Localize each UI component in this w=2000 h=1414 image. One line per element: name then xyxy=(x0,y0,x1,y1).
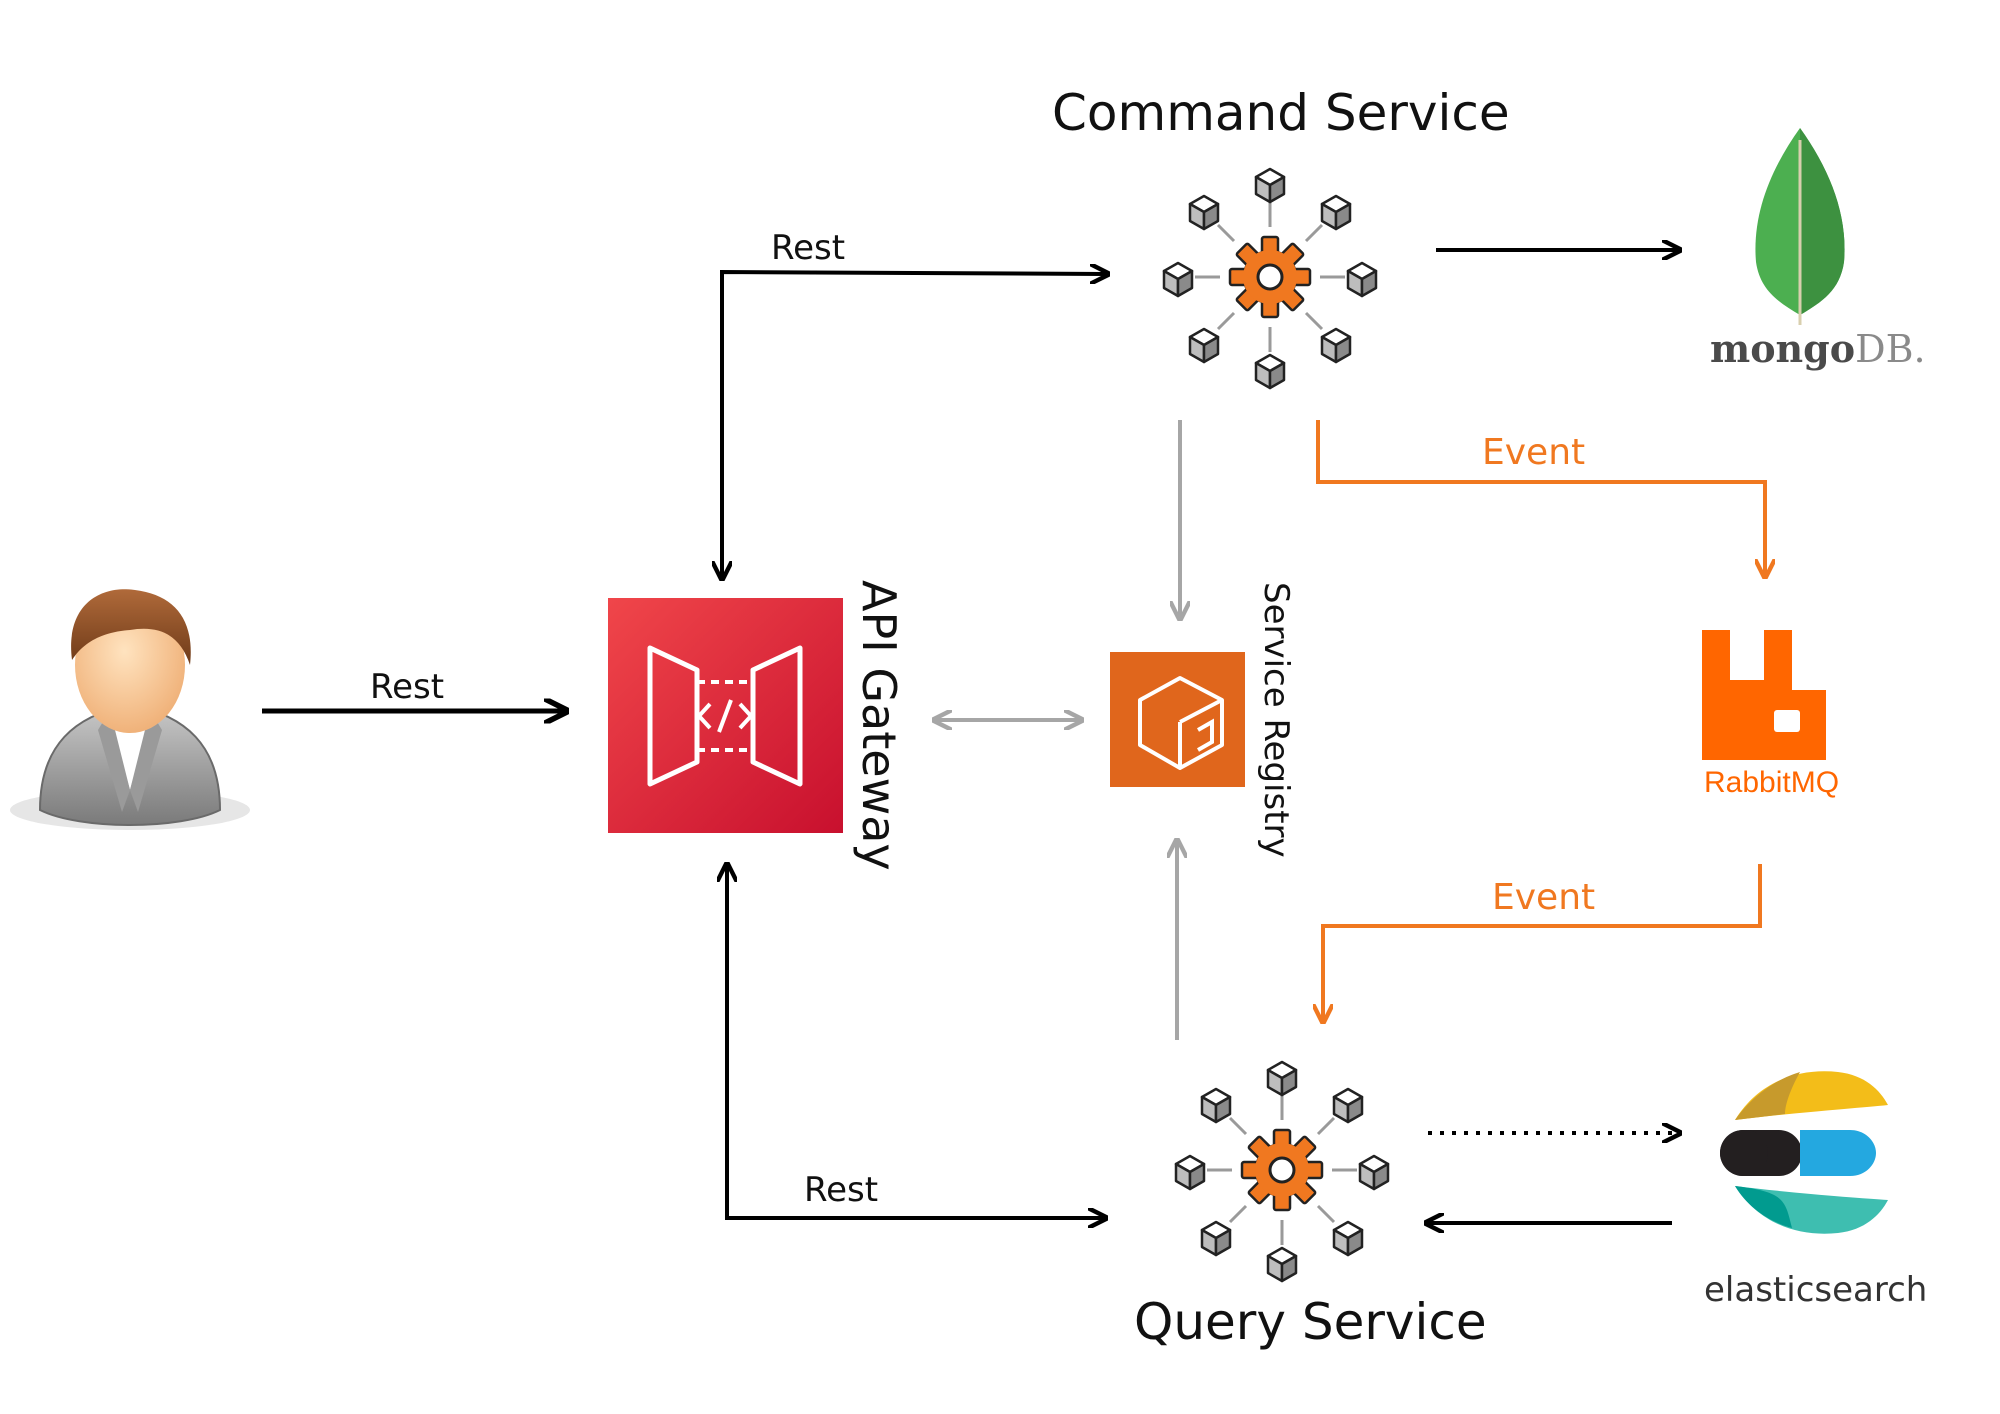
edge-label-command-rabbitmq: Event xyxy=(1482,432,1586,473)
api-gateway-icon xyxy=(608,598,843,833)
elasticsearch-label: elasticsearch xyxy=(1704,1270,1928,1310)
edge-gateway-to-command xyxy=(722,272,1106,577)
command-service-title: Command Service xyxy=(1052,84,1510,142)
mongodb-label: mongoDB. xyxy=(1710,326,1926,371)
rabbitmq-icon xyxy=(1702,630,1826,760)
edge-label-gateway-query: Rest xyxy=(804,1170,879,1210)
service-registry-icon xyxy=(1110,652,1245,787)
rabbitmq-label: RabbitMQ xyxy=(1704,766,1840,799)
edge-label-user-gateway: Rest xyxy=(370,667,445,707)
edge-gateway-to-query xyxy=(727,866,1104,1218)
edge-label-gateway-command: Rest xyxy=(771,228,846,268)
edge-rabbitmq-to-query xyxy=(1323,864,1762,1020)
user-icon xyxy=(10,589,250,830)
mongodb-leaf-icon xyxy=(1755,128,1845,325)
edge-command-to-rabbitmq xyxy=(1316,420,1765,575)
elasticsearch-logo-icon xyxy=(1720,1071,1888,1234)
query-service-title: Query Service xyxy=(1134,1293,1487,1351)
edge-label-rabbitmq-query: Event xyxy=(1492,877,1596,918)
service-registry-label: Service Registry xyxy=(1256,582,1296,858)
api-gateway-label: API Gateway xyxy=(852,580,906,871)
